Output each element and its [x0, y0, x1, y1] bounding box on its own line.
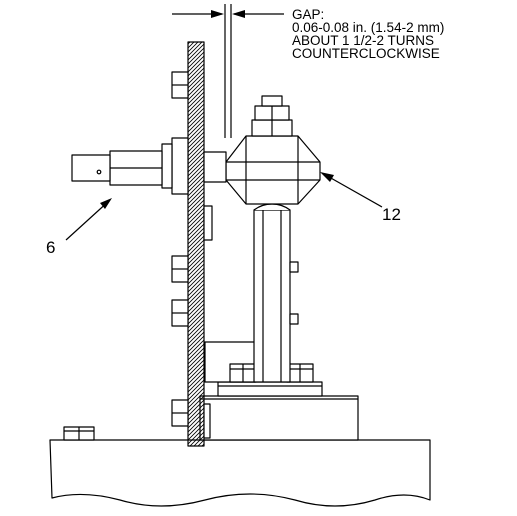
- panel-section: [187, 41, 205, 447]
- top-stud-nut: [251, 95, 293, 137]
- foot-nut-right: [286, 363, 314, 383]
- callout-12: 12: [382, 205, 401, 224]
- base-bolt-head: [63, 426, 95, 441]
- pedestal-foot: [217, 381, 323, 397]
- panel-bolt-4: [171, 399, 189, 427]
- base-casting: [49, 439, 431, 507]
- panel-bolt-3: [171, 299, 189, 327]
- gap-note: GAP: 0.06-0.08 in. (1.54-2 mm) ABOUT 1 1…: [292, 7, 445, 61]
- gap-note-direction: COUNTERCLOCKWISE: [292, 46, 440, 61]
- insulator-body: [225, 135, 321, 205]
- panel-bolt-2: [171, 255, 189, 283]
- post-bolt-lower: [289, 313, 299, 325]
- gap-arrow-left: [172, 10, 224, 18]
- gap-note-turns: ABOUT 1 1/2-2 TURNS: [292, 33, 435, 48]
- panel-bolt-1: [171, 71, 189, 99]
- sensor-assembly: [71, 137, 227, 195]
- leader-arrow-12: [320, 172, 383, 208]
- panel-tab-lower: [203, 403, 211, 439]
- leader-arrow-6: [65, 198, 112, 241]
- gap-arrow-right: [232, 10, 284, 18]
- mounting-block: [199, 395, 359, 441]
- post-bolt-upper: [289, 261, 299, 273]
- gap-note-title: GAP:: [292, 7, 325, 22]
- panel-tab-upper: [203, 205, 213, 241]
- foot-nut-left: [229, 363, 257, 383]
- callout-6: 6: [46, 238, 56, 257]
- gap-note-spec: 0.06-0.08 in. (1.54-2 mm): [292, 20, 445, 35]
- support-post: [253, 203, 291, 383]
